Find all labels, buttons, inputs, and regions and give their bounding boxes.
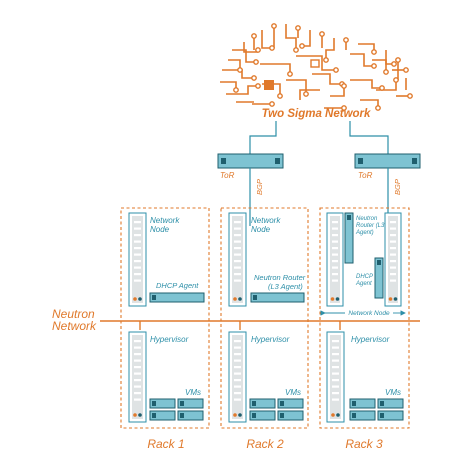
rack2-network-node-line2: Node (251, 225, 271, 234)
rack2-router-unit (250, 292, 305, 303)
rack2-router-line2: (L3 Agent) (268, 282, 303, 291)
neutron-network-line2: Network (52, 319, 97, 333)
rack-label-1: Rack 1 (147, 437, 184, 451)
server-units (128, 212, 402, 423)
rack1-network-node-server (128, 212, 147, 307)
vm-block-rack3-3 (349, 410, 376, 421)
rack1-hypervisor-label: Hypervisor (150, 335, 189, 344)
bgp-label-left: BGP (255, 179, 264, 195)
vm-block-rack1-2 (177, 398, 204, 409)
vm-block-rack2-1 (249, 398, 276, 409)
vm-units (149, 398, 404, 421)
neutron-network-line1: Neutron (52, 307, 95, 321)
rack2-vms-label: VMs (285, 388, 301, 397)
tor-switch-left (217, 153, 284, 169)
rack1-network-node-line1: Network (150, 216, 180, 225)
rack2-hypervisor-label: Hypervisor (251, 335, 290, 344)
rack1-dhcp-agent-label: DHCP Agent (156, 281, 199, 290)
vm-block-rack1-4 (177, 410, 204, 421)
bgp-label-right: BGP (393, 179, 402, 195)
vm-block-rack2-2 (277, 398, 304, 409)
tor-label-left: ToR (220, 171, 235, 180)
rack3-network-node-server (326, 212, 344, 307)
rack3-network-node-server-2 (384, 212, 402, 307)
chip-icon (264, 80, 274, 90)
cloud-label: Two Sigma Network (262, 108, 371, 120)
vm-block-rack2-4 (277, 410, 304, 421)
rack3-router-line2: Router (L3 (356, 223, 385, 229)
rack2-network-node-line1: Network (251, 216, 281, 225)
vm-block-rack3-4 (377, 410, 404, 421)
rack3-hypervisor-server (326, 331, 345, 423)
rack2-network-node-server (228, 212, 247, 307)
rack3-network-node-label: Network Node (348, 310, 390, 317)
neutron-network-line (100, 320, 420, 330)
rack3-hypervisor-label: Hypervisor (351, 335, 390, 344)
rack3-router-line3: Agent) (355, 230, 374, 236)
rack3-router-unit (344, 212, 354, 264)
vm-block-rack3-1 (349, 398, 376, 409)
rack1-hypervisor-server (128, 331, 147, 423)
circuit-cloud-icon (220, 24, 410, 109)
circuit-nodes (233, 23, 413, 111)
vm-block-rack3-2 (377, 398, 404, 409)
tor-label-right: ToR (358, 171, 373, 180)
chip-icon-2 (310, 59, 320, 68)
rack3-vms-label: VMs (385, 388, 401, 397)
rack3-router-line1: Neutron (356, 216, 378, 222)
vm-block-rack1-3 (149, 410, 176, 421)
uplink-lines (249, 121, 389, 154)
rack1-network-node-line2: Node (150, 225, 170, 234)
rack3-dhcp-line1: DHCP (356, 274, 373, 280)
tor-switch-right (354, 153, 421, 169)
rack2-router-line1: Neutron Router (254, 273, 306, 282)
rack-frames (120, 207, 410, 429)
rack1-vms-label: VMs (185, 388, 201, 397)
rack1-dhcp-agent-unit (149, 292, 205, 303)
rack3-dhcp-unit (374, 257, 384, 299)
rack3-dhcp-line2: Agent (355, 281, 372, 287)
rack2-hypervisor-server (228, 331, 247, 423)
rack-label-3: Rack 3 (345, 437, 383, 451)
vm-block-rack1-1 (149, 398, 176, 409)
rack-label-2: Rack 2 (246, 437, 284, 451)
vm-block-rack2-3 (249, 410, 276, 421)
